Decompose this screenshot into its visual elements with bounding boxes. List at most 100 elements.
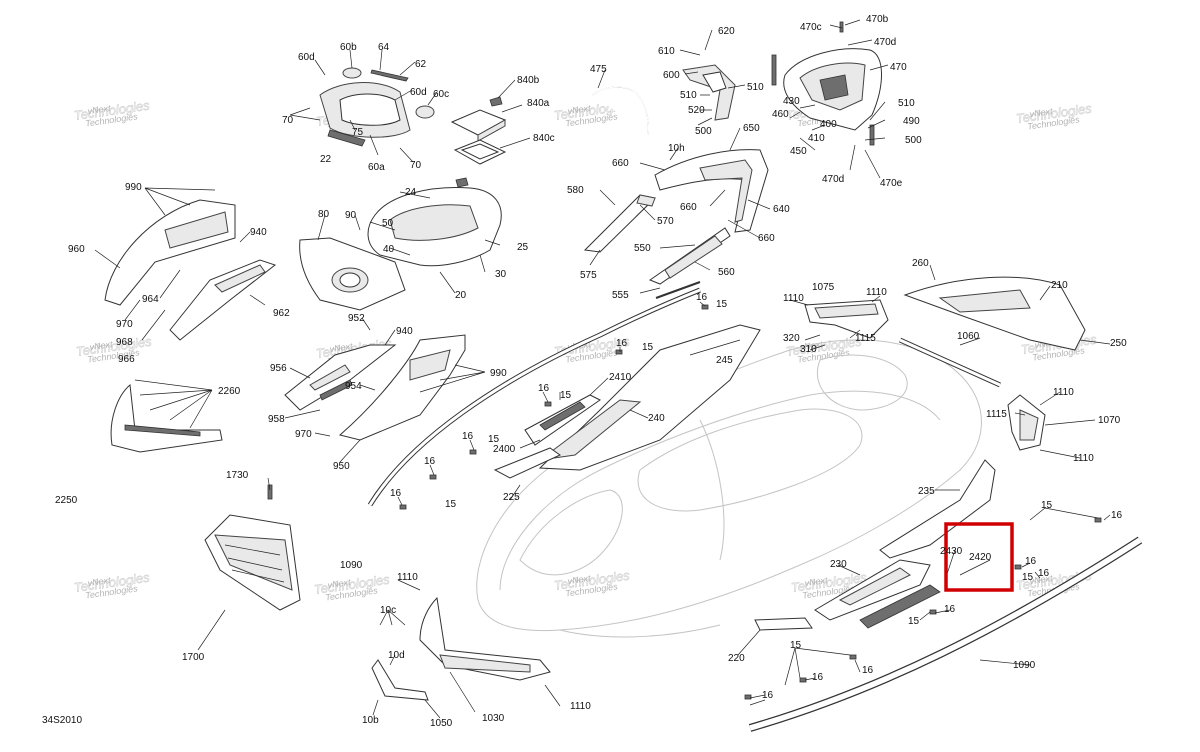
label-16: 16 — [862, 665, 874, 676]
label-475: 475 — [590, 64, 607, 75]
label-1090: 1090 — [340, 560, 363, 571]
label-16: 16 — [616, 338, 628, 349]
watermark-brand: vNext — [89, 339, 114, 352]
label-966: 966 — [118, 354, 135, 365]
trim-10b — [371, 659, 429, 701]
rub-strip-1060 — [898, 337, 1002, 388]
label-1115: 1115 — [986, 409, 1007, 420]
side-panel-950 — [284, 334, 466, 441]
front-left-panel — [104, 199, 277, 341]
watermark-brand: vNext — [567, 103, 592, 116]
label-400: 400 — [820, 119, 837, 130]
label-15: 15 — [716, 299, 728, 310]
label-990: 990 — [490, 368, 507, 379]
label-20: 20 — [455, 290, 467, 301]
label-2410: 2410 — [609, 372, 632, 383]
label-840b: 840b — [517, 75, 540, 86]
label-60d: 60d — [410, 87, 427, 98]
glove-box-parts — [450, 96, 507, 165]
watermark-brand: vNext — [804, 575, 829, 588]
label-968: 968 — [116, 337, 133, 348]
label-320: 320 — [783, 333, 800, 344]
label-225: 225 — [503, 492, 520, 503]
rub-strip-right — [748, 536, 1143, 732]
storage-bin — [299, 177, 502, 311]
label-940: 940 — [396, 326, 413, 337]
label-600: 600 — [663, 70, 680, 81]
visor — [804, 299, 889, 339]
label-840c: 840c — [533, 133, 555, 144]
label-16: 16 — [462, 431, 474, 442]
label-520: 520 — [688, 105, 705, 116]
label-62: 62 — [415, 59, 427, 70]
label-15: 15 — [1022, 572, 1034, 583]
label-1110: 1110 — [783, 293, 804, 304]
label-956: 956 — [270, 363, 287, 374]
label-15: 15 — [560, 390, 572, 401]
watermark-brand: vNext — [567, 573, 592, 586]
label-40: 40 — [383, 244, 395, 255]
rear-fairing — [1007, 394, 1046, 451]
front-nose-1030 — [419, 596, 551, 681]
label-650: 650 — [743, 123, 760, 134]
label-952: 952 — [348, 313, 365, 324]
label-940: 940 — [250, 227, 267, 238]
label-1115: 1115 — [855, 333, 876, 344]
label-16: 16 — [538, 383, 550, 394]
label-90: 90 — [345, 210, 357, 221]
fasteners — [267, 21, 1102, 700]
side-panel-upper-right — [654, 149, 769, 233]
label-15: 15 — [642, 342, 654, 353]
label-410: 410 — [808, 133, 825, 144]
label-964: 964 — [142, 294, 159, 305]
label-15: 15 — [790, 640, 802, 651]
watermark-brand: vNext — [1029, 573, 1054, 586]
label-500: 500 — [905, 135, 922, 146]
label-60d: 60d — [298, 52, 315, 63]
label-450: 450 — [790, 146, 807, 157]
label-50: 50 — [382, 218, 394, 229]
handle-bar — [592, 86, 650, 136]
label-990: 990 — [125, 182, 142, 193]
label-245: 245 — [716, 355, 733, 366]
label-15: 15 — [908, 616, 920, 627]
label-660: 660 — [612, 158, 629, 169]
label-970: 970 — [295, 429, 312, 440]
label-470e: 470e — [880, 178, 903, 189]
label-60c: 60c — [433, 89, 449, 100]
highlight-box — [944, 522, 1014, 592]
label-10d: 10d — [388, 650, 405, 661]
floor-mat — [204, 514, 301, 611]
label-16: 16 — [696, 292, 708, 303]
label-470b: 470b — [866, 14, 889, 25]
label-1700: 1700 — [182, 652, 205, 663]
label-22: 22 — [320, 154, 332, 165]
pad-220 — [754, 617, 813, 631]
watermark-brand: vNext — [329, 341, 354, 354]
label-620: 620 — [718, 26, 735, 37]
watermark-brand: vNext — [327, 577, 352, 590]
label-660: 660 — [680, 202, 697, 213]
label-2250: 2250 — [55, 495, 78, 506]
label-10c: 10c — [380, 605, 396, 616]
label-310: 310 — [800, 344, 817, 355]
label-60b: 60b — [340, 42, 357, 53]
rear-platform — [783, 48, 882, 131]
label-2260: 2260 — [218, 386, 241, 397]
step-2420 — [859, 584, 941, 629]
label-16: 16 — [424, 456, 436, 467]
label-1075: 1075 — [812, 282, 835, 293]
rear-deck-cover — [903, 276, 1086, 351]
label-470d: 470d — [822, 174, 844, 185]
label-580: 580 — [567, 185, 584, 196]
label-24: 24 — [405, 187, 417, 198]
watermark-brand: vNext — [799, 339, 824, 352]
label-1110: 1110 — [866, 287, 887, 298]
label-230: 230 — [830, 559, 847, 570]
label-950: 950 — [333, 461, 350, 472]
label-16: 16 — [1111, 510, 1123, 521]
label-470d: 470d — [874, 37, 896, 48]
label-16: 16 — [812, 672, 824, 683]
label-470c: 470c — [800, 22, 822, 33]
label-1110: 1110 — [1073, 453, 1094, 464]
